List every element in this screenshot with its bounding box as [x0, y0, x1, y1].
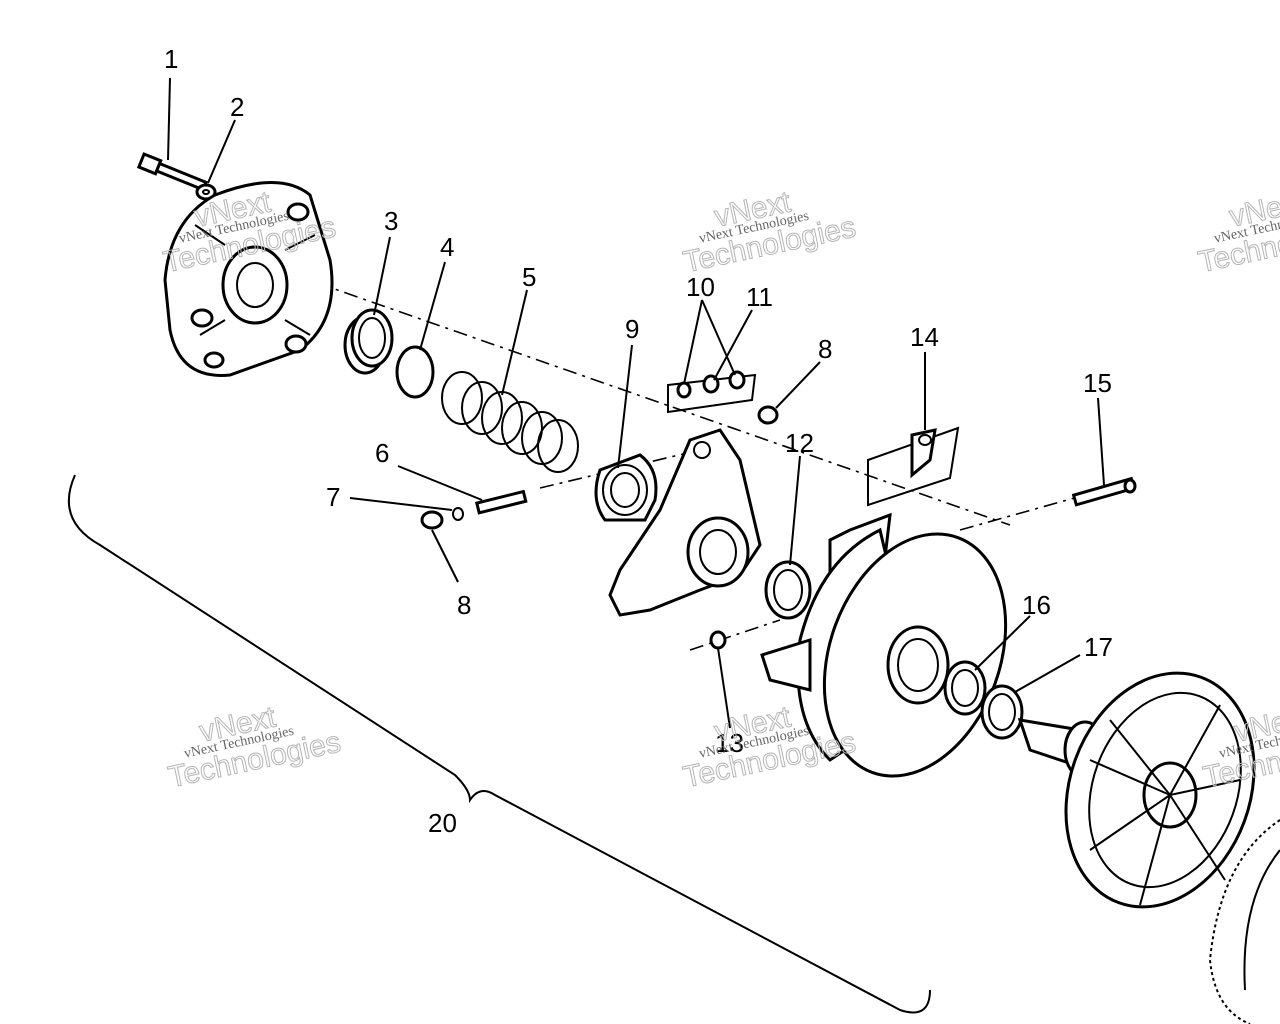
- pin-centerline: [539, 449, 701, 489]
- moveable-sheave: [760, 512, 1008, 778]
- callout-14: 14: [910, 322, 939, 352]
- callout-4: 4: [440, 232, 454, 262]
- part-1-bolt: [136, 152, 208, 192]
- part-2-washer: [195, 183, 217, 201]
- nut-13-line: [689, 619, 781, 651]
- leader-lines: [167, 77, 1105, 729]
- callout-7: 7: [326, 482, 340, 512]
- callout-17: 17: [1084, 632, 1113, 662]
- part-8-bushing-upper: [757, 405, 779, 425]
- callout-11: 11: [746, 282, 773, 312]
- spider-arm: [608, 428, 762, 617]
- watermark-top-center: vNext vNext Technologies Technologies: [680, 185, 859, 280]
- part-9-spider: [594, 453, 658, 522]
- part-17-ring: [980, 684, 1024, 740]
- part-7-clip: [452, 507, 464, 521]
- callout-10: 10: [686, 272, 715, 302]
- callout-16: 16: [1022, 590, 1051, 620]
- part-4-snap-ring: [395, 345, 435, 399]
- part-12-ring: [764, 560, 812, 620]
- parts-10-11-hardware: [667, 370, 757, 414]
- callout-8-upper: 8: [818, 334, 832, 364]
- part-8-bushing-lower: [420, 510, 444, 530]
- callout-9: 9: [625, 314, 639, 344]
- fixed-sheave: [1064, 671, 1256, 909]
- callout-13: 13: [715, 728, 744, 758]
- part-14-weight: [867, 426, 960, 507]
- callout-15: 15: [1083, 368, 1112, 398]
- part-3-bushing: [343, 308, 394, 375]
- callout-3: 3: [384, 206, 398, 236]
- part-6-pin: [474, 489, 528, 515]
- sheave-cover: [163, 181, 334, 377]
- part-15-bolt: [1071, 476, 1137, 507]
- callout-12: 12: [785, 428, 814, 458]
- part-13-nut: [709, 630, 727, 650]
- callout-1: 1: [164, 44, 178, 74]
- part-16-ring: [943, 660, 987, 716]
- watermark-bottom-left: vNext vNext Technologies Technologies: [165, 700, 344, 795]
- flywheel-gear: [1208, 819, 1280, 1024]
- callout-20: 20: [428, 808, 457, 838]
- callout-6: 6: [375, 438, 389, 468]
- assembly-bracket: [67, 474, 931, 1014]
- callout-5: 5: [522, 262, 536, 292]
- part-5-spring: [441, 371, 579, 473]
- callout-8-lower: 8: [457, 590, 471, 620]
- callout-2: 2: [230, 92, 244, 122]
- watermark-top-right: vNext vNext Technologies Technologies: [1195, 185, 1280, 280]
